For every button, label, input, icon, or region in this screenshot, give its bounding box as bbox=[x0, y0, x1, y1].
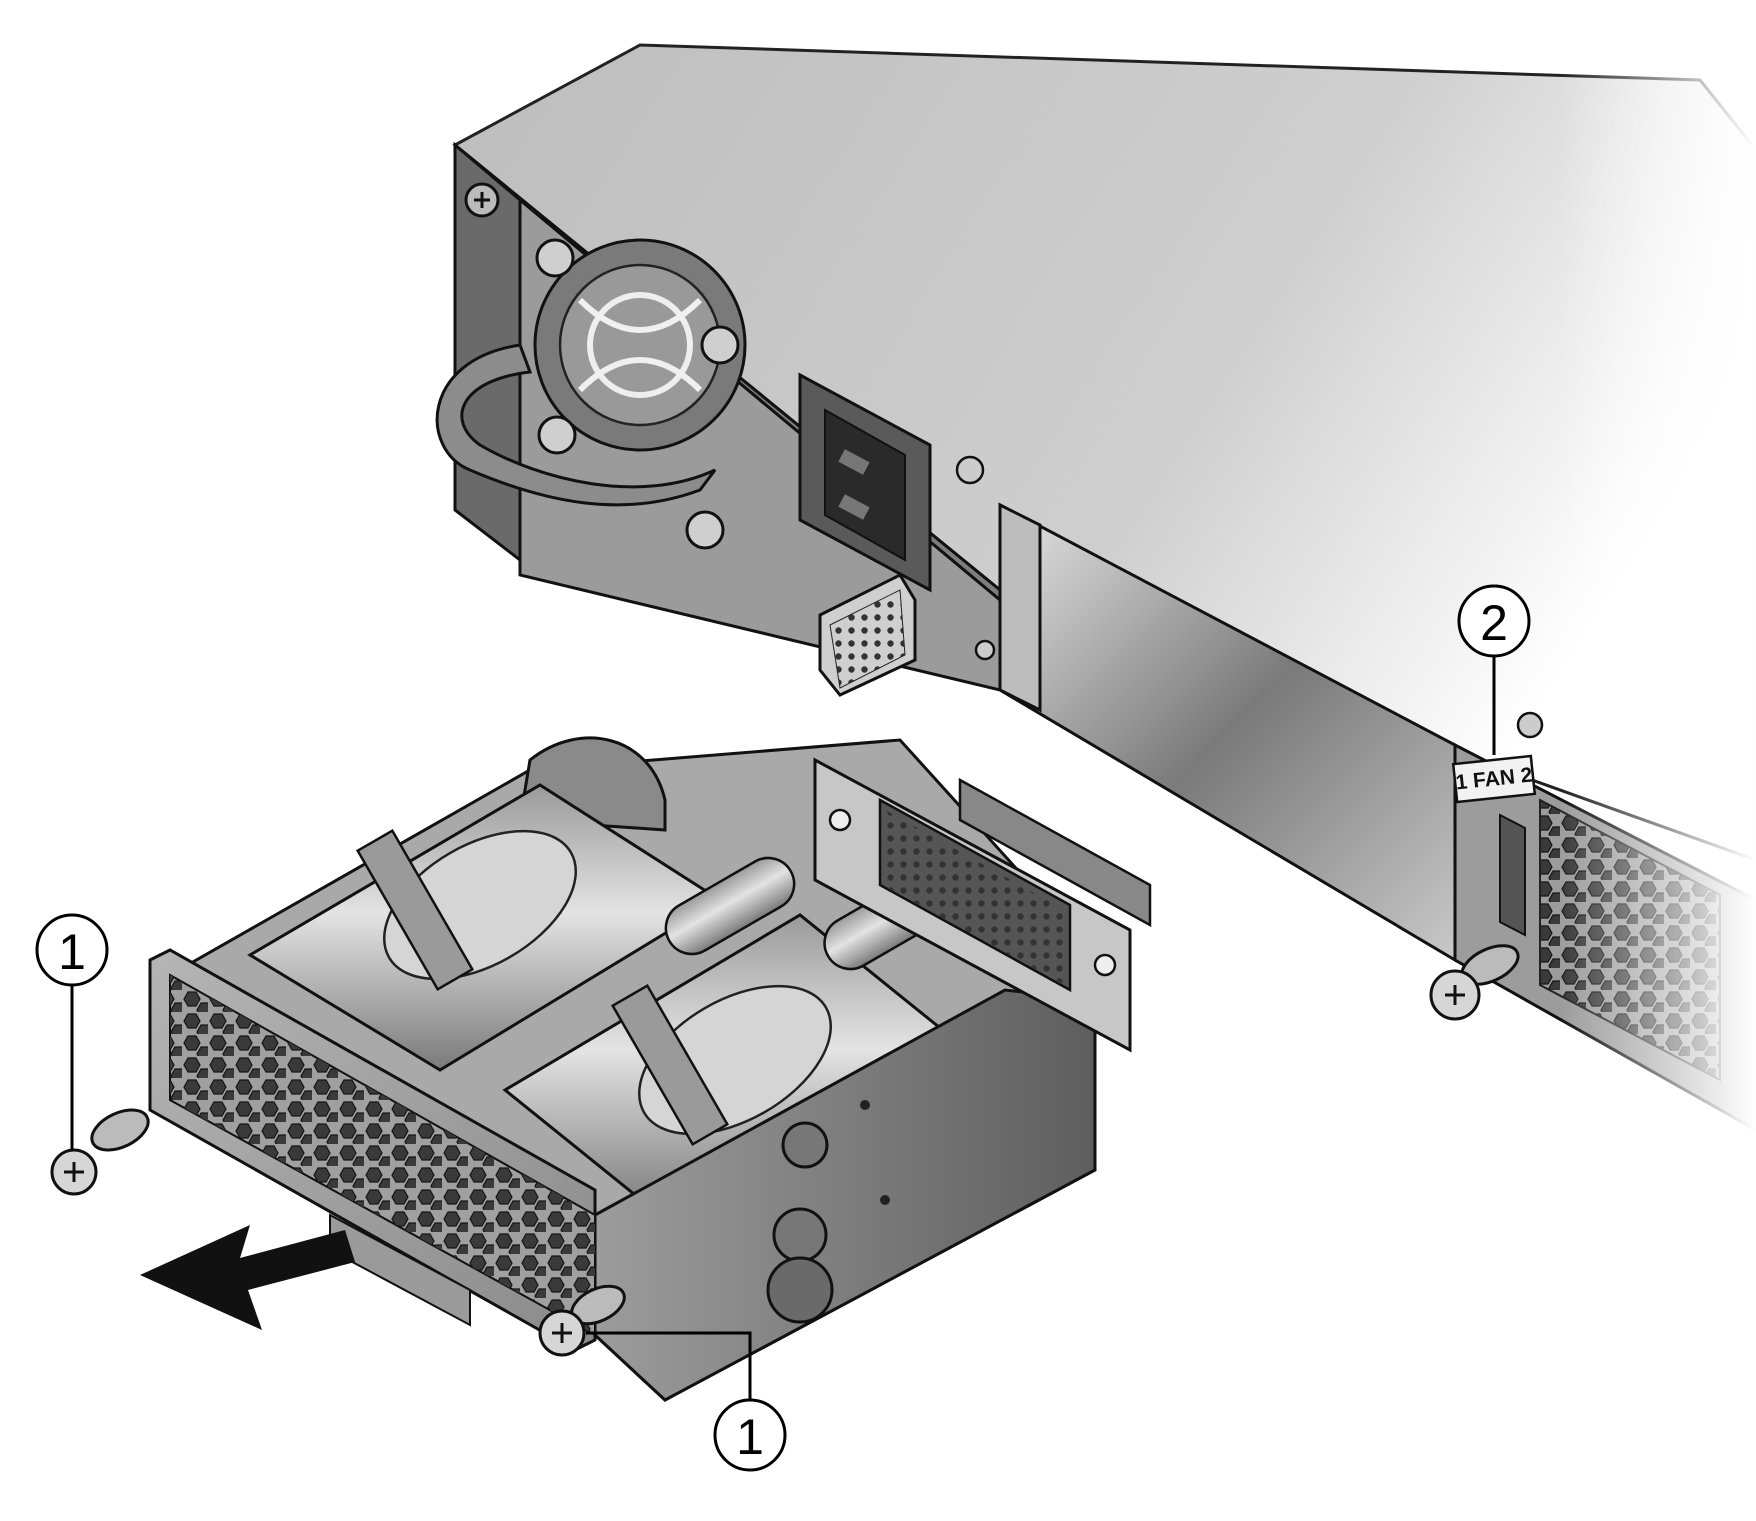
switch-chassis: 1 FAN 2 bbox=[435, 40, 1756, 1140]
arrow-left-down-icon bbox=[140, 1225, 355, 1330]
callout-thumbscrew-right: 1 bbox=[586, 1331, 787, 1472]
cable-retainer-clip bbox=[818, 573, 917, 697]
psu-fan-grille-icon bbox=[533, 238, 747, 452]
callout-number: 2 bbox=[1480, 595, 1508, 651]
callout-number: 1 bbox=[736, 1409, 764, 1465]
psu-screw-icons bbox=[535, 238, 740, 550]
callout-number: 1 bbox=[58, 924, 86, 980]
ac-power-inlet bbox=[798, 372, 932, 593]
fan-slot-label: 1 FAN 2 bbox=[1451, 754, 1537, 804]
chassis-top-screw-icon bbox=[1516, 711, 1544, 739]
fan-module bbox=[50, 736, 1152, 1402]
fan-module-connector-board bbox=[813, 757, 1152, 1053]
psu-handle bbox=[435, 343, 717, 507]
thumbscrew-right-icon bbox=[538, 1284, 626, 1357]
installed-thumbscrew-icon bbox=[1429, 944, 1520, 1021]
thumbscrew-left-icon bbox=[50, 1108, 150, 1196]
fan-unit-bottom bbox=[502, 913, 958, 1217]
callout-fan-slot-label: 2 bbox=[1457, 584, 1531, 755]
callout-thumbscrew-left: 1 bbox=[35, 913, 109, 1150]
fan-unit-top bbox=[247, 783, 723, 1072]
